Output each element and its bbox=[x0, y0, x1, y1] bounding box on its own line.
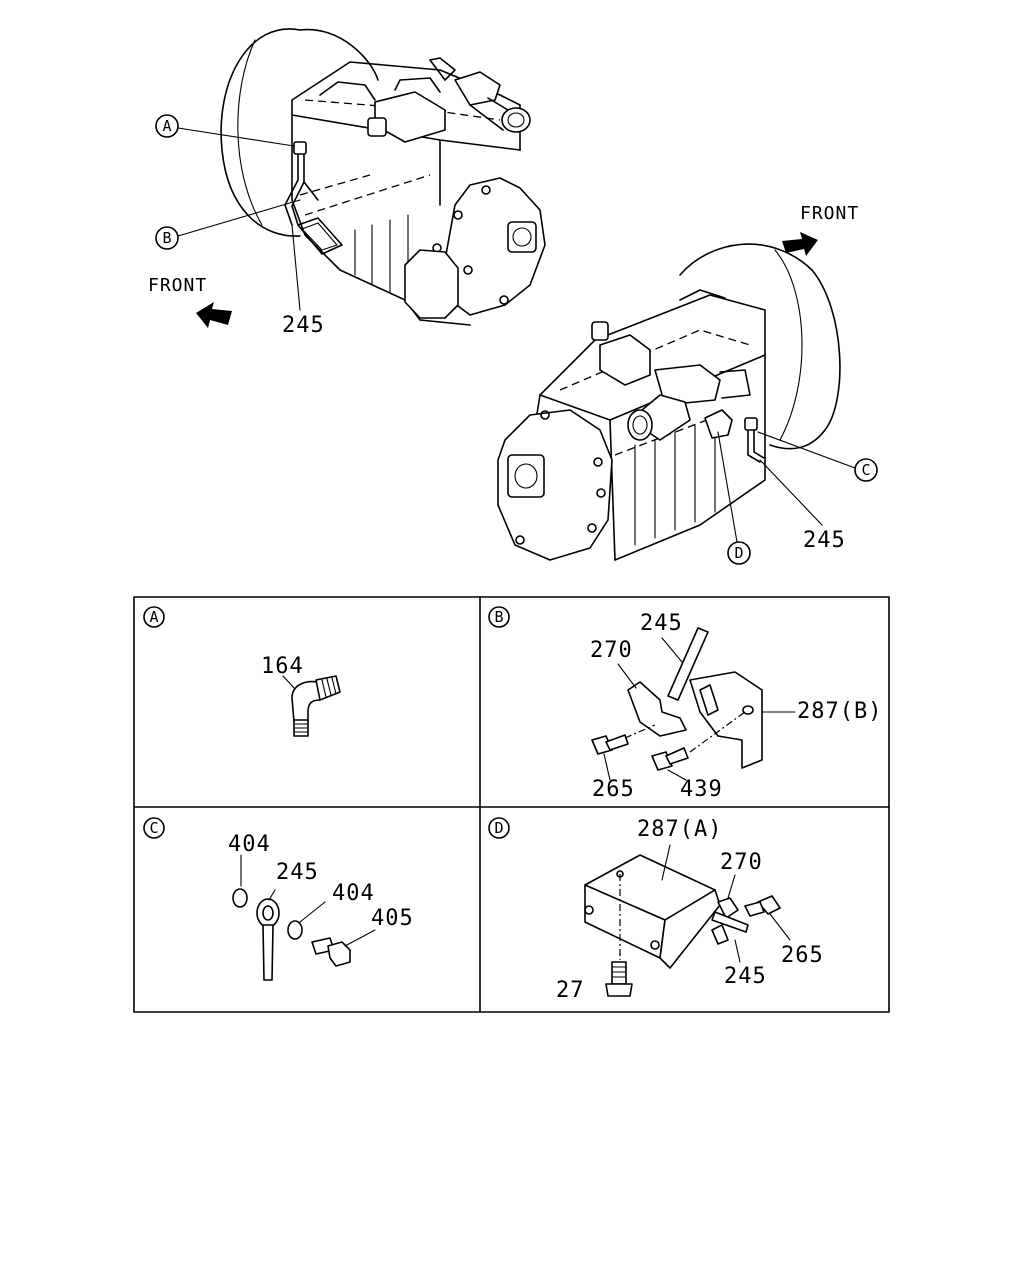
detail-panel-c: C 404 245 404 405 bbox=[143, 817, 414, 981]
detail-panel-a: A 164 bbox=[143, 606, 341, 737]
front-arrow-left-icon bbox=[196, 302, 232, 328]
leader-245-right bbox=[759, 459, 823, 526]
part-label-270-d: 270 bbox=[720, 850, 763, 875]
elbow-fitting-164 bbox=[282, 675, 341, 737]
part-label-245-left: 245 bbox=[282, 313, 325, 338]
part-label-404-top: 404 bbox=[228, 832, 271, 857]
callout-c-letter: C bbox=[861, 461, 870, 479]
callout-c: C bbox=[757, 431, 878, 482]
leader-245-left bbox=[291, 224, 301, 311]
callout-b: B bbox=[155, 199, 301, 250]
front-arrow-right-icon bbox=[782, 232, 818, 256]
part-label-245-b: 245 bbox=[640, 611, 683, 636]
clamp-270 bbox=[627, 681, 687, 737]
detail-panel-b: B 245 270 287(B) 265 439 bbox=[488, 606, 882, 802]
bolt-405 bbox=[311, 929, 376, 967]
detail-a-letter: A bbox=[149, 608, 158, 626]
part-label-265-b: 265 bbox=[592, 777, 635, 802]
callout-a-letter: A bbox=[162, 117, 171, 135]
detail-c-letter: C bbox=[149, 819, 158, 837]
hose-strip-245 bbox=[667, 627, 709, 701]
detail-grid bbox=[133, 596, 890, 1013]
transmission-right-view bbox=[497, 243, 841, 561]
front-label-left: FRONT bbox=[148, 275, 207, 296]
eye-fitting-245 bbox=[256, 889, 280, 981]
detail-b-letter: B bbox=[494, 608, 503, 626]
front-label-right: FRONT bbox=[800, 203, 859, 224]
part-label-404-right: 404 bbox=[332, 881, 375, 906]
bracket-287b bbox=[689, 671, 763, 769]
part-label-270-b: 270 bbox=[590, 638, 633, 663]
part-label-439: 439 bbox=[680, 777, 723, 802]
callout-b-letter: B bbox=[162, 229, 171, 247]
transmission-left-view bbox=[220, 28, 546, 326]
bolt-265-d bbox=[744, 895, 791, 941]
part-label-287a: 287(A) bbox=[637, 817, 722, 842]
part-label-245-right: 245 bbox=[803, 528, 846, 553]
callout-d: D bbox=[717, 431, 751, 565]
part-label-405: 405 bbox=[371, 906, 414, 931]
washer-404-right bbox=[287, 920, 303, 940]
part-label-164: 164 bbox=[261, 654, 304, 679]
callout-d-letter: D bbox=[734, 544, 743, 562]
bracket-287a bbox=[584, 844, 721, 969]
detail-d-letter: D bbox=[494, 819, 503, 837]
bolt-439 bbox=[651, 747, 689, 781]
part-label-287b: 287(B) bbox=[797, 699, 882, 724]
washer-404-left bbox=[232, 888, 248, 908]
hose-245-d bbox=[711, 911, 749, 933]
callout-a: A bbox=[155, 114, 295, 147]
part-label-27: 27 bbox=[556, 978, 585, 1003]
bolt-27 bbox=[605, 961, 633, 997]
part-label-265-d: 265 bbox=[781, 943, 824, 968]
part-label-245-c: 245 bbox=[276, 860, 319, 885]
clamp-270-d bbox=[717, 897, 739, 919]
part-label-245-d: 245 bbox=[724, 964, 767, 989]
detail-panel-d: D 287(A) 270 265 245 27 bbox=[488, 817, 824, 1003]
bolt-265-b bbox=[591, 734, 629, 781]
